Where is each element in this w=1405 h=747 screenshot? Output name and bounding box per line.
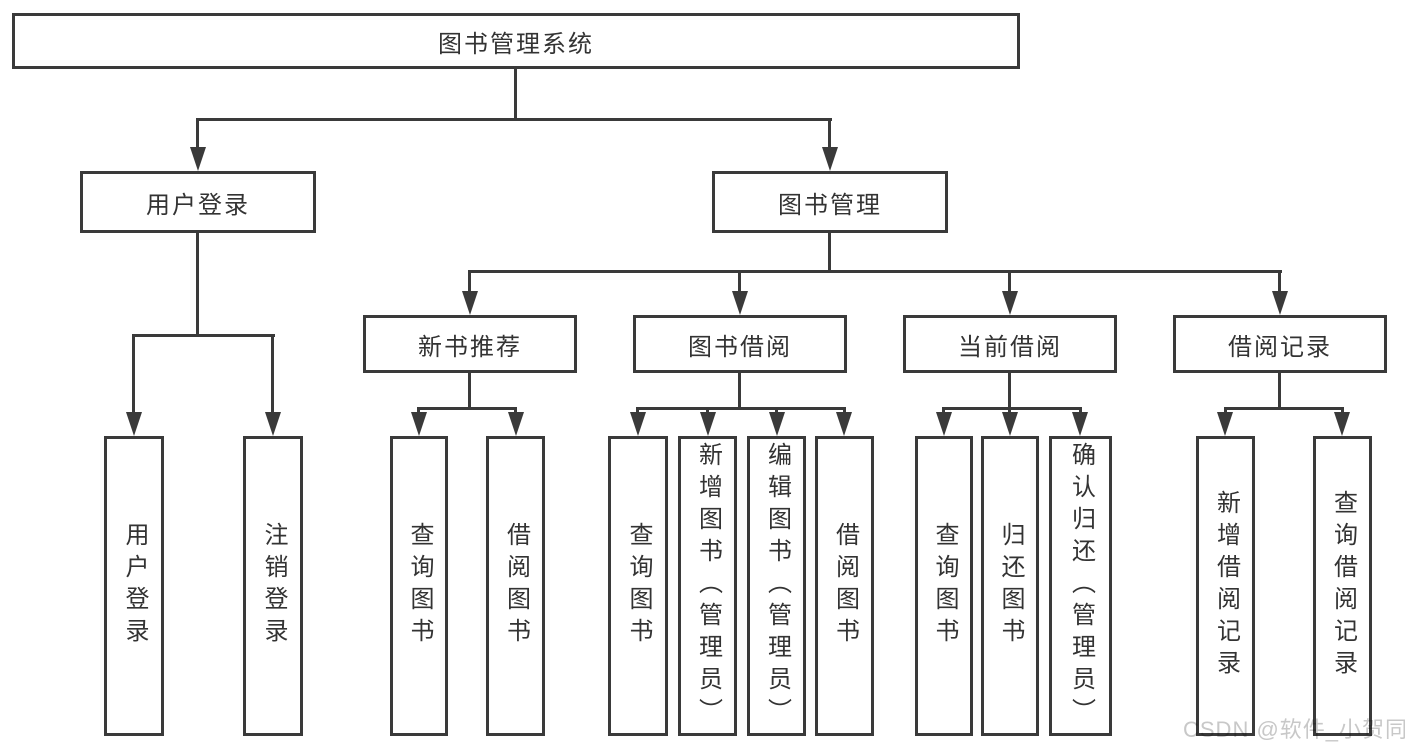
arrow-down-icon bbox=[769, 412, 785, 436]
node-root-label: 图书管理系统 bbox=[438, 30, 594, 58]
connector-current-borrow-stem bbox=[1008, 373, 1011, 410]
leaf-label: 新增借阅记录 bbox=[1212, 490, 1240, 682]
connector-drop-book-borrow bbox=[738, 270, 741, 294]
leaf-label: 用户登录 bbox=[121, 522, 148, 650]
arrow-down-icon bbox=[508, 412, 524, 436]
connector-drop-leaf bbox=[417, 407, 420, 416]
connector-book-borrow-rail bbox=[636, 407, 846, 410]
connector-book-mgmt-rail bbox=[469, 270, 1282, 273]
node-book-management: 图书管理 bbox=[712, 171, 948, 233]
leaf-label: 归还图书 bbox=[997, 522, 1024, 650]
connector-drop-login-leaf bbox=[132, 334, 135, 415]
arrow-down-icon bbox=[1072, 412, 1088, 436]
leaf-label: 查询借阅记录 bbox=[1329, 490, 1357, 682]
arrow-down-icon bbox=[190, 147, 206, 171]
connector-drop-leaf bbox=[942, 407, 945, 416]
connector-current-borrow-rail bbox=[942, 407, 1082, 410]
node-borrowing-records: 借阅记录 bbox=[1173, 315, 1387, 373]
connector-drop-leaf bbox=[636, 407, 639, 416]
node-new-book-recommend: 新书推荐 bbox=[363, 315, 577, 373]
connector-drop-leaf bbox=[1224, 407, 1227, 416]
connector-drop-leaf bbox=[1341, 407, 1344, 416]
arrow-down-icon bbox=[126, 412, 142, 436]
arrow-down-icon bbox=[936, 412, 952, 436]
connector-book-borrow-stem bbox=[738, 373, 741, 410]
arrow-down-icon bbox=[1334, 412, 1350, 436]
leaf-borrow-books-2: 借阅图书 bbox=[815, 436, 874, 736]
connector-drop-new-books bbox=[468, 270, 471, 294]
connector-user-login-stem bbox=[196, 233, 199, 337]
connector-drop-book-mgmt bbox=[828, 118, 831, 150]
leaf-query-borrow-record: 查询借阅记录 bbox=[1313, 436, 1372, 736]
connector-user-login-rail bbox=[133, 334, 275, 337]
leaf-label: 借阅图书 bbox=[502, 522, 530, 650]
arrow-down-icon bbox=[411, 412, 427, 436]
arrow-down-icon bbox=[630, 412, 646, 436]
connector-drop-leaf bbox=[843, 407, 846, 416]
connector-drop-leaf bbox=[706, 407, 709, 416]
node-user-login: 用户登录 bbox=[80, 171, 316, 233]
arrow-down-icon bbox=[732, 291, 748, 315]
node-current-borrowing-label: 当前借阅 bbox=[958, 333, 1062, 361]
leaf-label: 借阅图书 bbox=[831, 522, 859, 650]
connector-drop-logout-leaf bbox=[271, 334, 274, 415]
node-user-login-label: 用户登录 bbox=[146, 191, 250, 219]
arrow-down-icon bbox=[836, 412, 852, 436]
leaf-add-borrow-record: 新增借阅记录 bbox=[1196, 436, 1255, 736]
connector-book-mgmt-stem bbox=[828, 233, 831, 273]
node-new-book-recommend-label: 新书推荐 bbox=[418, 333, 522, 361]
arrow-down-icon bbox=[1002, 291, 1018, 315]
leaf-query-books-3: 查询图书 bbox=[915, 436, 973, 736]
leaf-confirm-return-admin: 确认归还（管理员） bbox=[1049, 436, 1112, 736]
connector-drop-borrow-records bbox=[1278, 270, 1281, 294]
connector-drop-user-login bbox=[196, 118, 199, 150]
leaf-query-books-2: 查询图书 bbox=[608, 436, 668, 736]
leaf-add-book-admin: 新增图书（管理员） bbox=[678, 436, 737, 736]
leaf-borrow-books-1: 借阅图书 bbox=[486, 436, 545, 736]
leaf-return-books: 归还图书 bbox=[981, 436, 1039, 736]
node-current-borrowing: 当前借阅 bbox=[903, 315, 1117, 373]
leaf-label: 查询图书 bbox=[625, 522, 652, 650]
arrow-down-icon bbox=[822, 147, 838, 171]
node-root: 图书管理系统 bbox=[12, 13, 1020, 69]
connector-borrow-records-stem bbox=[1278, 373, 1281, 410]
node-book-management-label: 图书管理 bbox=[778, 191, 882, 219]
connector-new-books-rail bbox=[418, 407, 517, 410]
arrow-down-icon bbox=[700, 412, 716, 436]
connector-drop-leaf bbox=[514, 407, 517, 416]
leaf-edit-book-admin: 编辑图书（管理员） bbox=[747, 436, 806, 736]
leaf-user-login: 用户登录 bbox=[104, 436, 164, 736]
leaf-label: 查询图书 bbox=[406, 522, 433, 650]
node-book-borrowing: 图书借阅 bbox=[633, 315, 847, 373]
leaf-label: 编辑图书（管理员） bbox=[763, 442, 791, 730]
leaf-query-books-1: 查询图书 bbox=[390, 436, 448, 736]
connector-drop-leaf bbox=[1008, 407, 1011, 416]
arrow-down-icon bbox=[462, 291, 478, 315]
arrow-down-icon bbox=[1272, 291, 1288, 315]
csdn-watermark: CSDN @软件_小贺同学 bbox=[1183, 717, 1405, 742]
connector-root-rail bbox=[197, 118, 832, 121]
arrow-down-icon bbox=[1002, 412, 1018, 436]
leaf-label: 查询图书 bbox=[931, 522, 958, 650]
connector-drop-leaf bbox=[1079, 407, 1082, 416]
arrow-down-icon bbox=[265, 412, 281, 436]
node-borrowing-records-label: 借阅记录 bbox=[1228, 333, 1332, 361]
connector-drop-leaf bbox=[775, 407, 778, 416]
connector-drop-current-borrow bbox=[1008, 270, 1011, 294]
arrow-down-icon bbox=[1217, 412, 1233, 436]
leaf-label: 确认归还（管理员） bbox=[1067, 442, 1095, 730]
leaf-label: 注销登录 bbox=[260, 522, 287, 650]
connector-root-stem bbox=[514, 69, 517, 121]
leaf-label: 新增图书（管理员） bbox=[694, 442, 722, 730]
node-book-borrowing-label: 图书借阅 bbox=[688, 333, 792, 361]
connector-borrow-records-rail bbox=[1224, 407, 1344, 410]
leaf-logout: 注销登录 bbox=[243, 436, 303, 736]
connector-new-books-stem bbox=[468, 373, 471, 410]
